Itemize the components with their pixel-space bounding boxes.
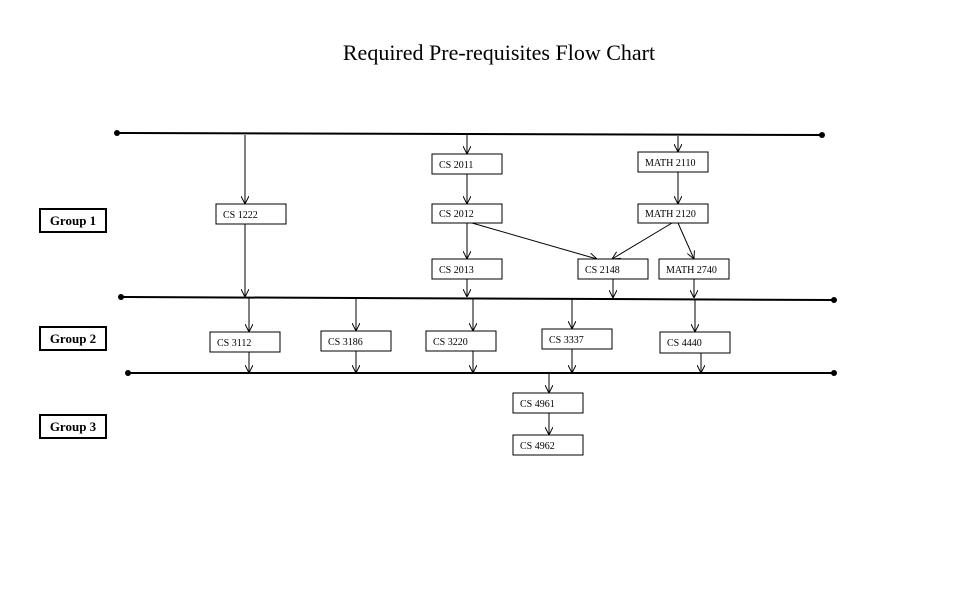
course-box-math2120: MATH 2120 (637, 203, 709, 224)
course-box-cs1222: CS 1222 (215, 203, 287, 225)
svg-text:Group 2: Group 2 (50, 331, 96, 346)
svg-text:MATH 2110: MATH 2110 (645, 158, 695, 169)
course-box-math2110: MATH 2110 (637, 151, 709, 173)
svg-text:CS 2011: CS 2011 (439, 160, 473, 171)
course-box-cs3112: CS 3112 (209, 331, 281, 353)
bus-line-middle (118, 294, 837, 303)
svg-text:MATH 2120: MATH 2120 (645, 209, 696, 220)
course-box-cs4440: CS 4440 (659, 331, 731, 354)
svg-text:CS 2148: CS 2148 (585, 265, 620, 276)
course-box-cs2012: CS 2012 (431, 203, 503, 224)
connectors (245, 135, 701, 435)
svg-text:CS 4962: CS 4962 (520, 441, 555, 452)
svg-text:Group 3: Group 3 (50, 419, 97, 434)
course-box-math2740: MATH 2740 (658, 258, 730, 280)
bus-line-top (114, 130, 825, 138)
svg-text:CS 1222: CS 1222 (223, 210, 258, 221)
svg-text:CS 3220: CS 3220 (433, 337, 468, 348)
group-1-label: Group 1 (39, 208, 107, 233)
arrow-math2120-to-cs2148 (612, 222, 673, 259)
svg-text:MATH 2740: MATH 2740 (666, 265, 717, 276)
arrow-math2120-to-math2740 (677, 222, 694, 259)
course-box-cs3337: CS 3337 (541, 328, 613, 350)
svg-text:CS 4961: CS 4961 (520, 399, 555, 410)
svg-text:CS 3112: CS 3112 (217, 338, 251, 349)
arrow-cs2012-to-cs2148 (471, 222, 597, 259)
course-box-cs3220: CS 3220 (425, 330, 497, 352)
course-box-cs4961: CS 4961 (512, 392, 584, 414)
chart-title: Required Pre-requisites Flow Chart (343, 40, 655, 65)
bus-line-bottom (125, 370, 837, 376)
svg-text:CS 3337: CS 3337 (549, 335, 584, 346)
course-box-cs3186: CS 3186 (320, 330, 392, 352)
course-box-cs4962: CS 4962 (512, 434, 584, 456)
group-2-label: Group 2 (39, 326, 107, 351)
course-box-cs2011: CS 2011 (431, 153, 503, 175)
svg-text:CS 2013: CS 2013 (439, 265, 474, 276)
group-3-label: Group 3 (39, 414, 107, 439)
course-box-cs2013: CS 2013 (431, 258, 503, 280)
svg-text:Group 1: Group 1 (50, 213, 96, 228)
course-box-cs2148: CS 2148 (577, 258, 649, 280)
svg-text:CS 2012: CS 2012 (439, 209, 474, 220)
svg-text:CS 4440: CS 4440 (667, 338, 702, 349)
svg-text:CS 3186: CS 3186 (328, 337, 363, 348)
